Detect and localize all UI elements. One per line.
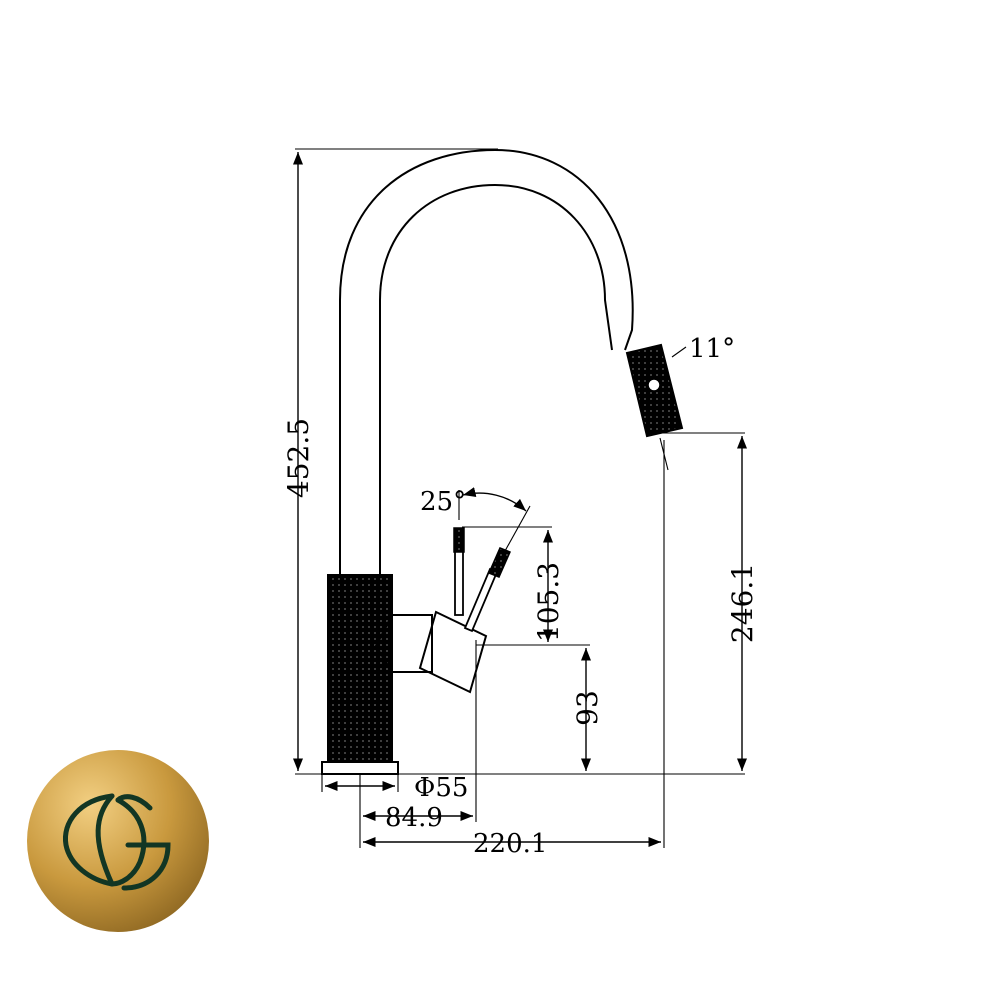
spout-outer-curve — [339, 148, 634, 575]
label-lever-reach: 84.9 — [385, 803, 443, 833]
dimension-lines — [292, 148, 748, 848]
lever-knurl-vertical — [453, 527, 465, 553]
kg-monogram-icon — [62, 793, 171, 891]
lever-handle-tilted — [463, 567, 499, 633]
label-total-height: 452.5 — [282, 418, 315, 498]
lever-knurl-tilted — [488, 547, 511, 578]
faucet-outline — [321, 148, 684, 775]
label-spout-reach: 220.1 — [473, 829, 547, 859]
dim-lever-angle-arc — [462, 487, 527, 512]
brand-logo — [27, 750, 209, 932]
label-body-outlet-height: 93 — [571, 690, 604, 726]
spout-inner-curve — [379, 183, 613, 575]
body-knurl — [327, 574, 393, 763]
label-spout-outlet-height: 246.1 — [726, 563, 759, 643]
lever-handle-vertical — [454, 549, 464, 616]
label-base-diameter: Φ55 — [414, 773, 468, 803]
label-lever-height: 105.3 — [532, 562, 565, 642]
base-plate — [321, 761, 399, 775]
spray-button-icon — [647, 378, 661, 392]
label-spray-angle: 11° — [689, 334, 735, 364]
lever-hub — [374, 614, 433, 673]
label-lever-angle: 25° — [420, 487, 466, 517]
